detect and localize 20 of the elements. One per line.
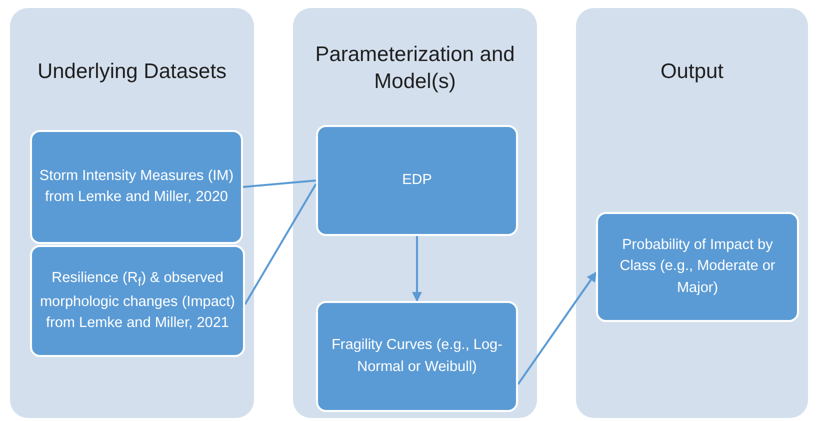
box-text: EDP	[401, 170, 433, 190]
box-text: Storm Intensity Measures (IM) from Lemke and Miller, 2020	[38, 166, 235, 207]
column-heading: Underlying Datasets	[36, 59, 228, 85]
arrow	[412, 236, 422, 302]
process-box	[316, 125, 518, 236]
arrow	[517, 272, 597, 385]
column-panel	[293, 8, 537, 418]
column-heading: Output	[659, 59, 725, 85]
box-text: Fragility Curves (e.g., Log-Normal or Weibull)	[330, 336, 504, 376]
process-box	[30, 245, 245, 357]
column-panel	[10, 8, 254, 418]
process-box	[30, 130, 243, 244]
box-text: Probability of Impact by Class (e.g., Moderate or Major)	[618, 236, 776, 298]
process-box	[596, 212, 799, 322]
column-heading: Parameterization and Model(s)	[314, 42, 516, 96]
column-panel	[576, 8, 808, 418]
process-box	[316, 301, 518, 412]
connector-line	[244, 183, 317, 305]
connector-line	[242, 180, 316, 188]
box-text: Resilience (R$_{f}$) & observed morphologic changes (Impact) from Lemke and Miller, 2021	[38, 269, 236, 333]
